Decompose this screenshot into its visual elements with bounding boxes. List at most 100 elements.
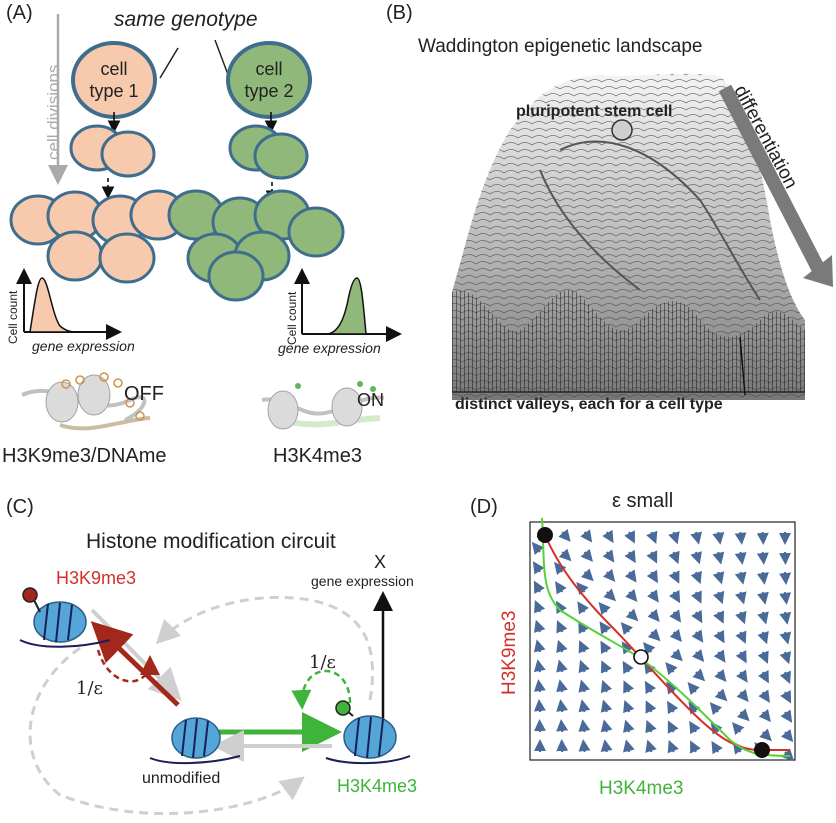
quiver-arrow [644,680,657,695]
quiver-arrow [624,549,636,564]
cell-count-label-1: Cell count [6,290,20,344]
quiver-arrow [779,611,792,625]
quiver-arrow [600,640,612,655]
quiver-arrow [689,720,701,735]
quiver-arrow [667,700,679,715]
quiver-arrow [736,708,750,722]
same-genotype-label: same genotype [114,8,258,31]
circuit-title: Histone modification circuit [86,530,336,553]
quiver-arrow [533,580,545,594]
chromatin-off-icon [21,372,151,431]
quiver-arrow [556,699,569,713]
quiver-arrow [558,528,571,542]
quiver-arrow [691,629,704,643]
quiver-arrow [623,719,635,733]
rate-left-label: 1/ε [76,678,103,699]
unstable-state [633,649,649,665]
quiver-arrow [602,549,615,563]
quiver-arrow [578,699,591,713]
quiver-arrow [690,740,701,754]
quiver-arrow [780,709,793,723]
quiver-arrow [780,690,792,704]
panel-c-graphics [19,587,411,815]
quiver-arrow [736,688,749,703]
quiver-arrow [580,548,593,562]
vector-field [531,528,795,762]
quiver-arrow [734,531,747,545]
quiver-arrow [533,679,546,693]
quiver-arrow [533,639,546,653]
quiver-arrow [757,670,769,684]
quiver-arrow [580,529,593,543]
quiver-arrow [556,620,568,634]
quiver-arrow [624,530,635,544]
nucleosome-unmodified-icon [149,717,241,765]
h3k9-label-c: H3K9me3 [56,568,137,588]
quiver-arrow [623,680,635,694]
quiver-arrow [623,699,635,714]
quiver-arrow [735,649,747,664]
quiver-arrow [670,648,683,662]
panel-d-label: (D) [470,496,498,518]
quiver-arrow [668,531,680,545]
quiver-arrow [558,548,572,562]
quiver-arrow [554,561,567,576]
phase-ylabel: H3K9me3 [499,610,520,696]
quiver-arrow [647,608,660,622]
quiver-arrow [645,739,657,753]
rate-right-label: 1/ε [309,652,336,673]
unmodified-label: unmodified [142,770,221,787]
quiver-arrow [692,668,706,682]
quiver-arrow [690,590,702,604]
quiver-arrow [779,651,792,665]
quiver-arrow [602,568,616,582]
quiver-arrow [643,642,656,656]
quiver-arrow [668,570,680,584]
quiver-arrow [734,591,747,605]
quiver-arrow [622,660,634,675]
quiver-arrow [556,659,568,673]
quiver-arrow [555,581,567,595]
gene-expression-label-1: gene expression [32,338,135,354]
quiver-arrow [600,719,613,733]
quiver-arrow [578,719,591,733]
quiver-arrow [780,728,794,743]
quiver-arrow [757,591,769,605]
quiver-arrow [669,609,682,623]
quiver-arrow [666,681,678,695]
quiver-arrow [712,531,725,545]
quiver-arrow [691,648,705,663]
gene-expression-label-2: gene expression [278,340,381,356]
h3k4-label-a: H3K4me3 [273,445,362,467]
quiver-arrow [620,621,634,636]
quiver-arrow [646,550,658,564]
quiver-arrow [734,551,747,565]
quiver-arrow [732,722,745,736]
quiver-arrow [713,610,725,624]
stem-cell-label: pluripotent stem cell [516,103,673,120]
quiver-arrow [734,571,747,585]
quiver-arrow [578,620,590,635]
quiver-arrow [625,608,639,622]
nucleosome-h3k4-icon [325,700,411,765]
quiver-arrow [756,571,769,585]
quiver-arrow [690,551,702,565]
quiver-arrow [600,739,613,753]
landscape-title: Waddington epigenetic landscape [418,36,703,57]
quiver-arrow [759,728,772,742]
quiver-arrow [736,669,748,683]
quiver-arrow [713,629,725,644]
phase-plot-title: ε small [612,490,674,512]
quiver-arrow [714,668,727,683]
cell-type-2-label: cell type 2 [244,58,293,102]
quiver-arrow [623,739,635,753]
quiver-arrow [756,551,769,565]
quiver-arrow [691,609,703,624]
quiver-arrow [779,670,791,684]
quiver-arrow [581,568,594,582]
cell-type-2-line2: type 2 [244,81,294,101]
quiver-arrow [668,589,681,604]
quiver-arrow [645,700,657,714]
quiver-arrow [577,601,589,615]
